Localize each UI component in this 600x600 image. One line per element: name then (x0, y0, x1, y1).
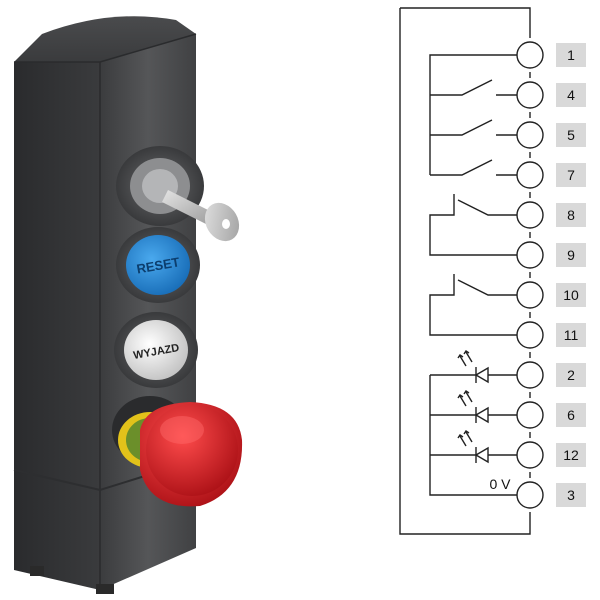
schematic-outline (399, 7, 531, 535)
terminal-12: 12 (516, 441, 586, 469)
terminal-7: 7 (516, 161, 586, 189)
terminal-3: 3 (516, 481, 586, 509)
control-station: RESET WYJAZD (13, 16, 246, 594)
reset-button[interactable]: RESET (116, 227, 200, 303)
terminal-label: 8 (567, 207, 575, 223)
wiring-schematic: 1 4 5 7 8 (399, 7, 586, 535)
terminal-label: 10 (563, 287, 579, 303)
terminal-label: 7 (567, 167, 575, 183)
terminal-5: 5 (516, 121, 586, 149)
led-icon (430, 430, 517, 464)
voltage-label: 0 V (489, 476, 511, 492)
terminal-label: 2 (567, 367, 575, 383)
emergency-stop-button[interactable] (112, 396, 243, 507)
terminal-label: 11 (564, 327, 579, 343)
terminal-1: 1 (516, 41, 586, 69)
led-indicators (429, 350, 517, 496)
terminal-label: 3 (567, 487, 575, 503)
terminals: 1 4 5 7 8 (516, 41, 586, 509)
key-switch-contacts (429, 54, 517, 176)
wyjazd-button-contact (429, 274, 517, 336)
housing-front (100, 34, 196, 590)
terminal-label: 9 (567, 247, 575, 263)
terminal-label: 4 (567, 87, 575, 103)
key-switch-icon (162, 190, 240, 242)
terminal-9: 9 (516, 241, 586, 269)
reset-button-label: RESET (135, 254, 180, 276)
terminal-label: 5 (567, 127, 575, 143)
terminal-10: 10 (516, 281, 586, 309)
terminal-11: 11 (516, 321, 586, 349)
terminal-8: 8 (516, 201, 586, 229)
terminal-label: 12 (563, 447, 579, 463)
reset-button-contact (429, 194, 517, 256)
led-icon (430, 350, 517, 384)
key-switch[interactable] (116, 146, 246, 247)
housing-top (14, 16, 196, 62)
terminal-2: 2 (516, 361, 586, 389)
terminal-4: 4 (516, 81, 586, 109)
led-icon (430, 390, 517, 424)
terminal-6: 6 (516, 401, 586, 429)
terminal-label: 6 (567, 407, 575, 423)
wyjazd-button[interactable]: WYJAZD (114, 312, 198, 388)
housing-side (14, 30, 100, 590)
terminal-label: 1 (567, 47, 575, 63)
